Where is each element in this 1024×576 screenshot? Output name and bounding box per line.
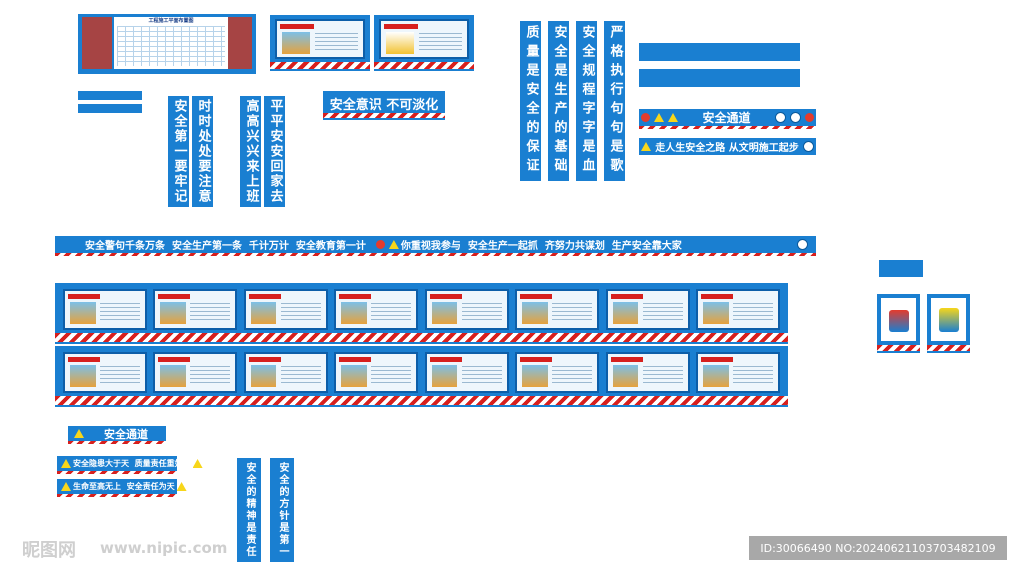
board-title: 工程施工平面布置图 <box>148 18 194 24</box>
mandatory-icon <box>797 239 808 250</box>
board-panel <box>243 352 328 393</box>
board-panel <box>63 289 147 330</box>
passage-stripe <box>639 126 816 129</box>
quality-stripe <box>57 471 177 474</box>
board-panel <box>424 289 509 330</box>
info-board-small <box>270 15 370 71</box>
board-panel <box>605 289 690 330</box>
board-panel <box>153 289 238 330</box>
warning-icon <box>388 240 399 249</box>
display-board-top <box>55 283 788 344</box>
mandatory-icon <box>790 112 801 123</box>
board-panel <box>695 352 780 393</box>
blank-blue-bar-3 <box>639 43 800 61</box>
site-layout-board: 工程施工平面布置图 <box>78 14 256 74</box>
safety-passage-banner-left: 安全通道 <box>68 426 166 441</box>
board-panel <box>605 352 690 393</box>
board-panel <box>334 289 419 330</box>
passage-left-stripe <box>68 441 166 444</box>
board-panel <box>424 352 509 393</box>
board-panel <box>153 352 238 393</box>
quality-banner: 安全隐患大于天 质量责任重如山 <box>57 456 203 471</box>
blank-blue-bar <box>78 91 142 100</box>
prohibition-icon <box>641 113 650 122</box>
warning-icon <box>668 113 678 122</box>
warning-icon <box>61 482 71 491</box>
long-slogan-banner: 安全警句千条万条 安全生产第一条 千计万计 安全教育第一计 你重视我参与 安全生… <box>55 236 816 253</box>
vertical-sign-3: 高高兴兴来上班 <box>240 96 261 207</box>
watermark-logo: 昵图网 <box>22 540 76 561</box>
board-panel <box>695 289 780 330</box>
safe-road-banner: 走人生安全之路 从文明施工起步 <box>639 138 816 155</box>
board-panel <box>334 352 419 393</box>
board-panel <box>515 289 600 330</box>
board-panel <box>515 352 600 393</box>
prohibition-icon <box>805 113 814 122</box>
vertical-sign-10: 安全的方针是第一 <box>270 458 294 562</box>
vertical-sign-5: 质量是安全的保证 <box>520 21 541 181</box>
vertical-sign-9: 安全的精神是责任 <box>237 458 261 562</box>
mandatory-icon <box>775 112 786 123</box>
prohibition-icon <box>375 240 385 249</box>
warning-icon <box>654 113 664 122</box>
blank-blue-bar-2 <box>78 104 142 113</box>
board-panel <box>63 352 147 393</box>
watermark-id: ID:30066490 NO:20240621103703482109 <box>749 536 1007 560</box>
board-panel <box>243 289 328 330</box>
display-board-bottom <box>55 346 788 407</box>
long-slogan-stripe <box>55 253 816 256</box>
mandatory-icon <box>803 141 814 152</box>
warning-icon <box>74 429 84 438</box>
poster-sign-2 <box>927 294 970 353</box>
vertical-sign-2: 时时处处要注意 <box>192 96 213 207</box>
safety-passage-banner: 安全通道 <box>639 109 816 126</box>
blank-blue-bar-4 <box>639 69 800 87</box>
vertical-sign-1: 安全第一要牢记 <box>168 96 189 207</box>
poster-sign-1 <box>877 294 920 353</box>
warning-icon <box>192 459 203 468</box>
warning-icon <box>176 482 187 491</box>
vertical-sign-7: 安全规程字字是血 <box>576 21 597 181</box>
small-warning-sign <box>879 260 923 277</box>
life-stripe <box>57 494 177 497</box>
life-banner: 生命至高无上 安全责任为天 <box>57 479 187 494</box>
vertical-sign-4: 平平安安回家去 <box>264 96 285 207</box>
watermark-url: www.nipic.com <box>100 539 228 557</box>
info-board-small-2 <box>374 15 474 71</box>
vertical-sign-8: 严格执行句句是歌 <box>604 21 625 181</box>
awareness-stripe <box>323 113 445 118</box>
warning-icon <box>61 459 71 468</box>
vertical-sign-6: 安全是生产的基础 <box>548 21 569 181</box>
warning-icon <box>641 142 651 151</box>
